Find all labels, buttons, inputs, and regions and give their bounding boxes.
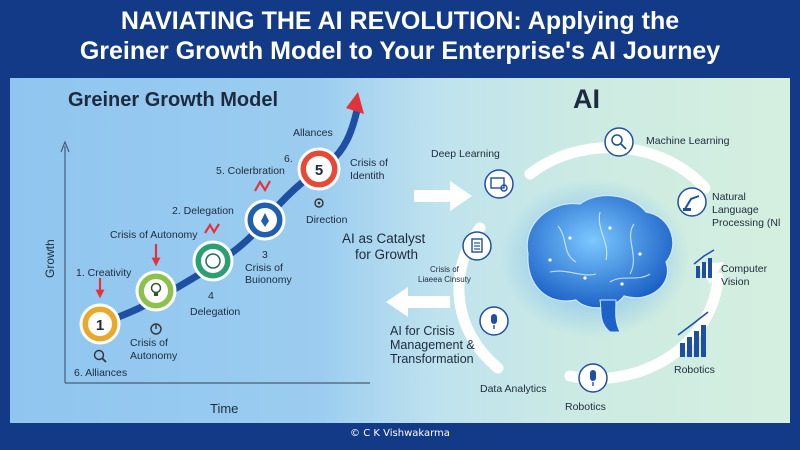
label-crisis-mgmt-2: Management & <box>390 338 475 352</box>
document-icon <box>462 231 492 261</box>
label-alliances-top: Allances <box>293 127 333 139</box>
label-catalyst-2: for Growth <box>355 247 418 262</box>
microphone-icon <box>479 306 509 336</box>
y-axis-label: Growth <box>43 239 57 278</box>
stage-5-number: 5 <box>315 162 323 179</box>
right-arrow <box>414 181 472 211</box>
label-crisis-identity-2: Identith <box>350 170 385 182</box>
label-crisis-autonomy-top: Crisis of Autonomy <box>110 229 198 241</box>
label-machine-learning: Machine Learning <box>646 135 730 147</box>
label-four: 4 <box>208 290 214 302</box>
label-three: 3 <box>262 249 268 261</box>
infographic-panel: Greiner Growth Model Growth Time 1 <box>10 78 790 423</box>
timer-icon <box>150 323 162 335</box>
stage-1-number: 1 <box>96 317 104 334</box>
growth-curve-arrowhead <box>346 92 364 114</box>
label-coleration: 5. Colerbration <box>216 165 285 177</box>
label-delegation-top: 2. Delegation <box>172 205 234 217</box>
label-direction: Direction <box>306 214 348 226</box>
greiner-heading: Greiner Growth Model <box>68 89 278 111</box>
label-computer-vision-1: Computer <box>721 263 768 275</box>
gear-icon <box>314 198 324 208</box>
stage-1: 1 <box>79 303 121 345</box>
label-robotics-bottom: Robotics <box>565 401 606 413</box>
voice-icon <box>578 363 608 393</box>
stage-4 <box>244 199 286 241</box>
brain-icon <box>526 195 674 333</box>
label-crisis-buonomy-2: Buionomy <box>245 274 292 286</box>
crisis-zigzag-1 <box>204 222 220 235</box>
x-axis-label: Time <box>210 401 238 416</box>
label-data-analytics: Data Analytics <box>480 383 547 395</box>
label-crisis-autonomy-b2: Autonomy <box>130 350 178 362</box>
label-crisis-small-1: Crisis of <box>430 265 460 274</box>
label-creativity: 1. Creativity <box>76 267 132 279</box>
label-nlp-3: Processing (Nl <box>712 217 780 229</box>
label-crisis-buonomy-1: Crisis of <box>245 262 283 274</box>
label-delegation-bottom: Delegation <box>190 306 240 318</box>
label-crisis-identity-1: Crisis of <box>350 157 388 169</box>
label-catalyst-1: AI as Catalyst <box>342 231 426 246</box>
chart-icon <box>693 249 715 278</box>
compass-icon <box>205 253 221 269</box>
label-deep-learning: Deep Learning <box>431 148 500 160</box>
label-crisis-autonomy-b1: Crisis of <box>130 337 168 349</box>
lightbulb-icon <box>150 282 162 296</box>
label-nlp-1: Natural <box>712 191 746 203</box>
label-crisis-mgmt-1: AI for Crisis <box>390 324 455 338</box>
machine-learning-icon <box>604 127 634 157</box>
label-robotics-right: Robotics <box>674 364 715 376</box>
infographic-svg: Greiner Growth Model Growth Time 1 <box>43 84 780 416</box>
label-alliances-bottom: 6. Alliances <box>74 367 127 379</box>
title-line-1: NAVIATING THE AI REVOLUTION: Applying th… <box>120 7 680 35</box>
label-nlp-2: Language <box>712 204 759 216</box>
pen-icon <box>261 213 269 227</box>
page-title: NAVIATING THE AI REVOLUTION: Applying th… <box>0 6 800 66</box>
growth-chart-icon <box>677 311 709 357</box>
robot-arm-icon <box>677 187 707 217</box>
crisis-zigzag-2 <box>254 179 271 193</box>
label-crisis-mgmt-3: Transformation <box>390 352 474 366</box>
stage-2 <box>135 270 177 312</box>
search-icon <box>93 349 107 363</box>
label-crisis-small-2: Liaeea Cinsuty <box>418 275 471 284</box>
y-axis-arrow <box>60 140 70 153</box>
left-arrow <box>386 287 450 317</box>
label-computer-vision-2: Vision <box>721 276 750 288</box>
label-num6: 6. <box>284 153 293 165</box>
deep-learning-icon <box>484 169 514 199</box>
stage-5: 5 <box>297 147 341 191</box>
ai-heading: AI <box>573 84 600 114</box>
stage-3 <box>192 240 234 282</box>
title-line-2: Greiner Growth Model to Your Enterprise'… <box>79 37 721 65</box>
footer-credit: © C K Vishwakarma <box>350 428 450 439</box>
